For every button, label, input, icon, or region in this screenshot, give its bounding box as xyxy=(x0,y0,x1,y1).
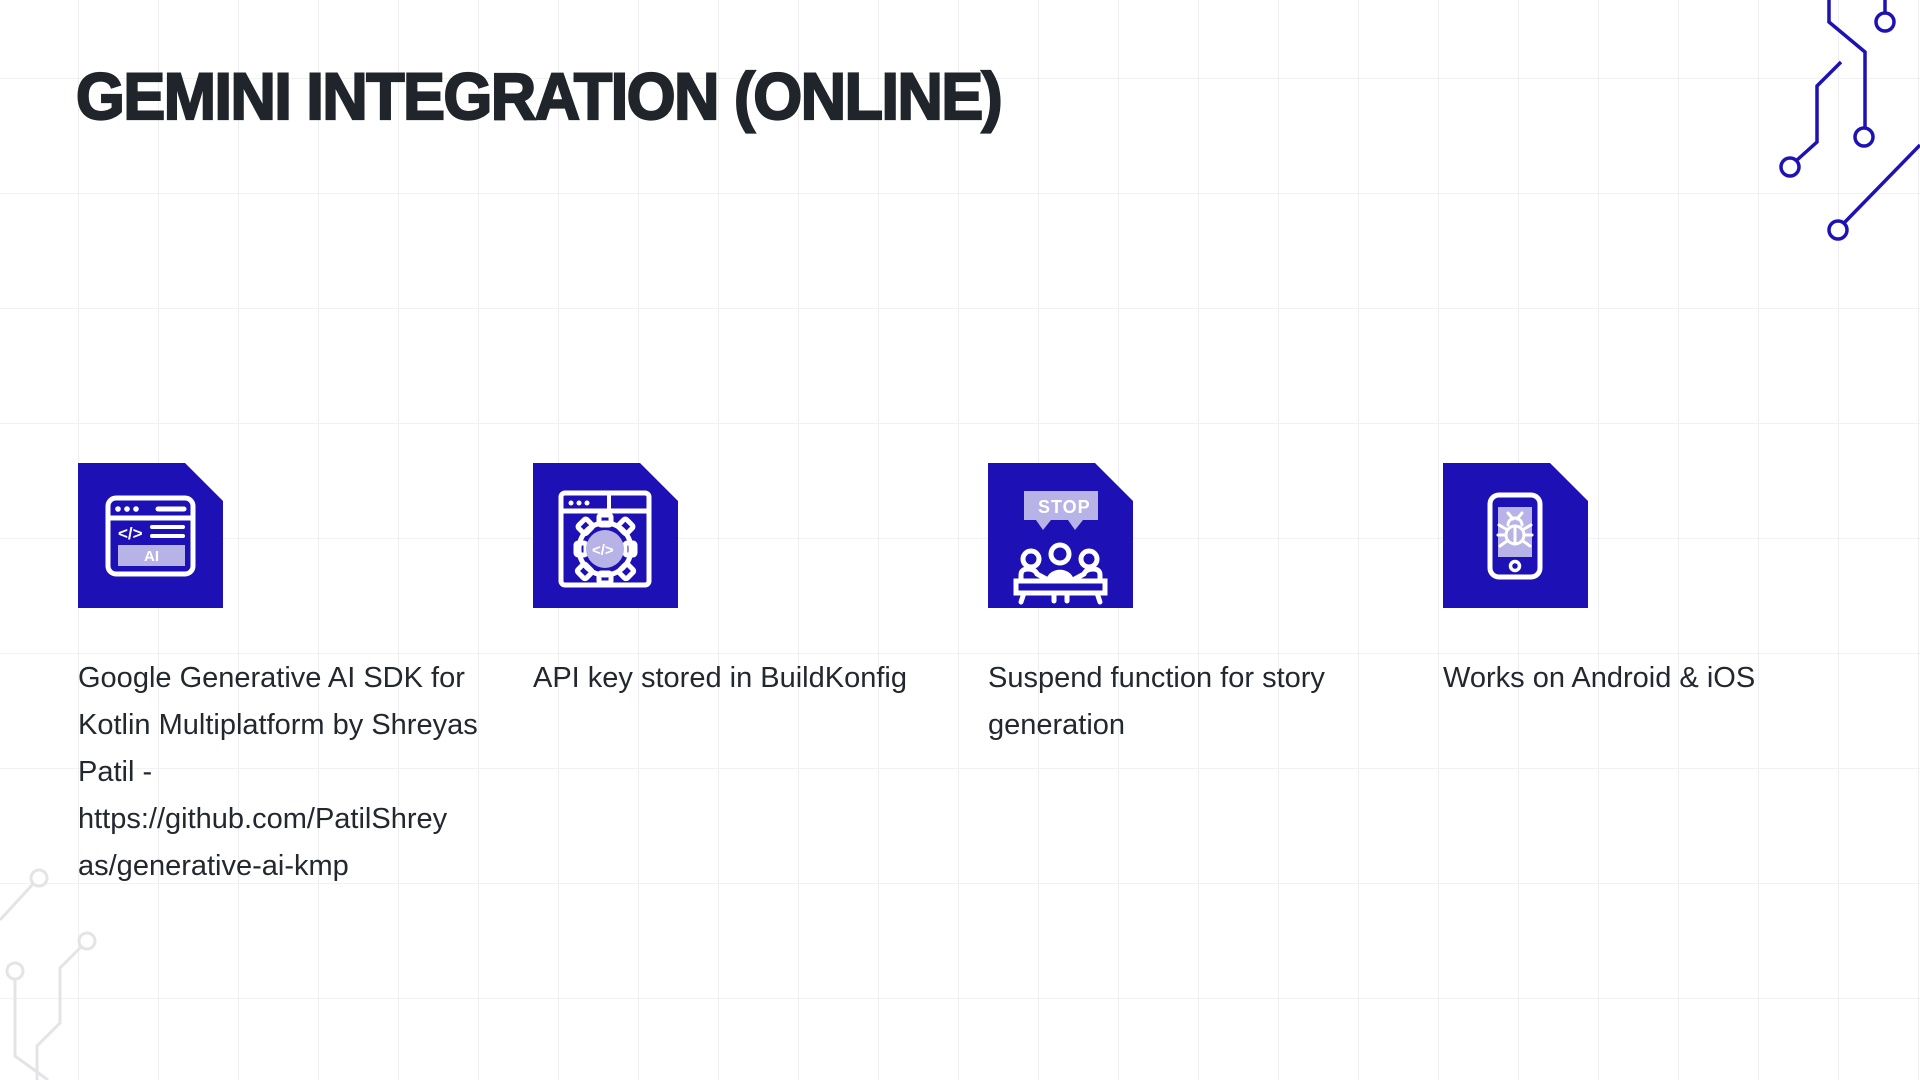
browser-ai-icon: </> AI xyxy=(78,463,223,608)
browser-gear-code-icon: </> xyxy=(533,463,678,608)
code-glyph: </> xyxy=(118,524,143,543)
feature-caption: Google Generative AI SDK for Kotlin Mult… xyxy=(78,662,478,882)
feature-caption: API key stored in BuildKonfig xyxy=(533,662,907,694)
feature-grid: </> AI Google Generative AI SDK for Kotl… xyxy=(78,463,1843,890)
feature-card-apikey: </> API key stored in BuildKonfig xyxy=(533,463,933,890)
phone-bug-icon xyxy=(1443,463,1588,608)
stop-label: STOP xyxy=(1038,497,1091,517)
stop-meeting-icon: STOP xyxy=(988,463,1133,608)
circuit-decoration-top-right xyxy=(1779,0,1920,241)
feature-card-suspend: STOP Suspend function for story generati… xyxy=(988,463,1388,890)
feature-card-platforms: Works on Android & iOS xyxy=(1443,463,1843,890)
page-title: GEMINI INTEGRATION (ONLINE) xyxy=(75,58,1004,134)
code-glyph: </> xyxy=(592,542,614,559)
ai-label: AI xyxy=(144,548,159,565)
feature-caption: Works on Android & iOS xyxy=(1443,662,1756,694)
feature-card-sdk: </> AI Google Generative AI SDK for Kotl… xyxy=(78,463,478,890)
feature-caption: Suspend function for story generation xyxy=(988,662,1325,741)
